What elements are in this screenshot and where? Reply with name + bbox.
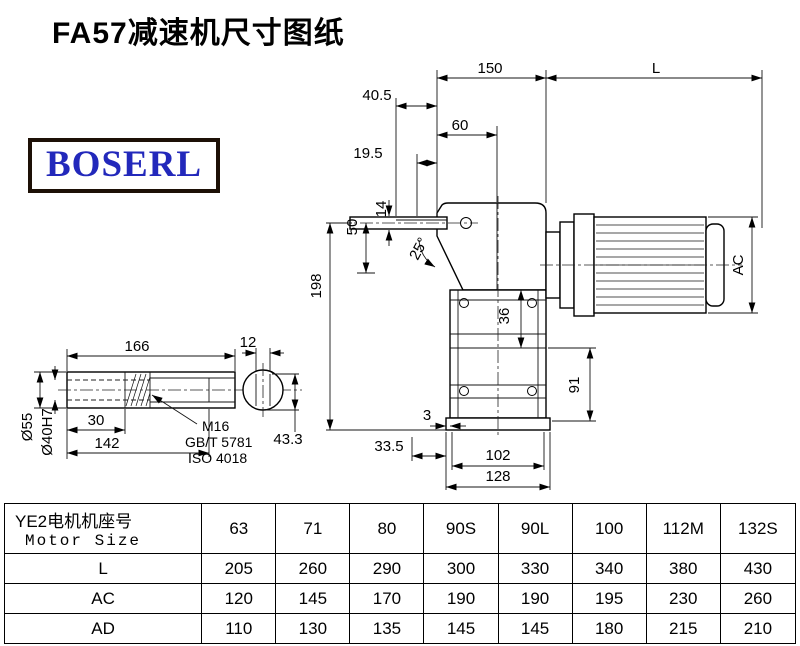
dim-142: 142: [94, 435, 119, 452]
table-value: 145: [497, 613, 573, 644]
boserl-logo-text: BOSERL: [46, 144, 203, 185]
table-col-header: 63: [201, 503, 277, 554]
dim-3: 3: [423, 407, 431, 424]
table-value: 120: [201, 583, 277, 614]
table-row-label: AD: [3, 613, 203, 644]
table-value: 145: [423, 613, 499, 644]
dim-L: L: [652, 60, 660, 77]
table-header-row: YE2电机机座号 Motor Size 63 71 80 90S 90L 100…: [3, 503, 797, 554]
table-col-header: 71: [275, 503, 351, 554]
motor-size-table: YE2电机机座号 Motor Size 63 71 80 90S 90L 100…: [3, 503, 797, 644]
table-value: 330: [497, 553, 573, 584]
dim-36: 36: [496, 308, 513, 325]
dim-198: 198: [308, 273, 325, 298]
table-col-header: 132S: [719, 503, 797, 554]
table-col-header: 90S: [423, 503, 499, 554]
table-value: 145: [275, 583, 351, 614]
table-value: 215: [645, 613, 721, 644]
table-col-header: 112M: [645, 503, 721, 554]
bottom-dimensions: 3 33.5 102 128: [374, 407, 551, 491]
dim-12: 12: [240, 334, 257, 351]
dim-19-5: 19.5: [353, 145, 382, 162]
table-value: 190: [497, 583, 573, 614]
table-col-header: 100: [571, 503, 647, 554]
table-value: 190: [423, 583, 499, 614]
gearbox-housing: [436, 196, 551, 438]
motor-size-header-cell: YE2电机机座号 Motor Size: [3, 503, 203, 554]
dim-30: 30: [88, 412, 105, 429]
motor-size-header-cn: YE2电机机座号: [15, 512, 133, 531]
table-value: 210: [719, 613, 797, 644]
table-value: 130: [275, 613, 351, 644]
dim-dia40h7: Ø40H7: [39, 408, 56, 456]
note-m16: M16: [202, 418, 229, 434]
dim-50: 50: [344, 219, 361, 236]
dim-43-3: 43.3: [273, 431, 302, 448]
boserl-logo: BOSERL: [28, 138, 221, 193]
page-title: FA57减速机尺寸图纸: [52, 17, 345, 50]
dim-150: 150: [477, 60, 502, 77]
body-dimensions: 198 36 91 AC: [308, 216, 758, 431]
table-value: 205: [201, 553, 277, 584]
table-value: 180: [571, 613, 647, 644]
table-row-AD: AD 110 130 135 145 145 180 215 210: [3, 613, 797, 644]
note-gbt5781: GB/T 5781: [185, 434, 253, 450]
table-value: 260: [719, 583, 797, 614]
table-row-AC: AC 120 145 170 190 190 195 230 260: [3, 583, 797, 614]
dim-128: 128: [485, 468, 510, 485]
motor-size-header-en: Motor Size: [25, 532, 142, 550]
dim-dia55: Ø55: [19, 413, 36, 441]
table-row-label: AC: [3, 583, 203, 614]
table-value: 260: [275, 553, 351, 584]
dim-166: 166: [124, 338, 149, 355]
table-value: 170: [349, 583, 425, 614]
table-value: 135: [349, 613, 425, 644]
dim-60: 60: [452, 117, 469, 134]
dim-91: 91: [566, 377, 583, 394]
table-value: 300: [423, 553, 499, 584]
table-row-L: L 205 260 290 300 330 340 380 430: [3, 553, 797, 584]
table-row-label: L: [3, 553, 203, 584]
motor: [540, 213, 742, 317]
table-value: 290: [349, 553, 425, 584]
dim-40-5: 40.5: [362, 87, 391, 104]
table-value: 380: [645, 553, 721, 584]
table-value: 195: [571, 583, 647, 614]
dim-14: 14: [373, 201, 390, 218]
table-value: 110: [201, 613, 277, 644]
input-shaft: [338, 216, 478, 230]
dim-102: 102: [485, 447, 510, 464]
shaft-cross-section: 12 43.3: [240, 334, 303, 448]
table-value: 230: [645, 583, 721, 614]
dim-25deg: 25°: [406, 235, 432, 263]
dim-AC: AC: [730, 254, 747, 275]
table-col-header: 80: [349, 503, 425, 554]
table-col-header: 90L: [497, 503, 573, 554]
note-iso4018: ISO 4018: [188, 450, 247, 466]
table-value: 430: [719, 553, 797, 584]
technical-drawing: 150 L 40.5 60 19.5 50 14 25° 198: [19, 60, 763, 491]
table-value: 340: [571, 553, 647, 584]
dim-33-5: 33.5: [374, 438, 403, 455]
